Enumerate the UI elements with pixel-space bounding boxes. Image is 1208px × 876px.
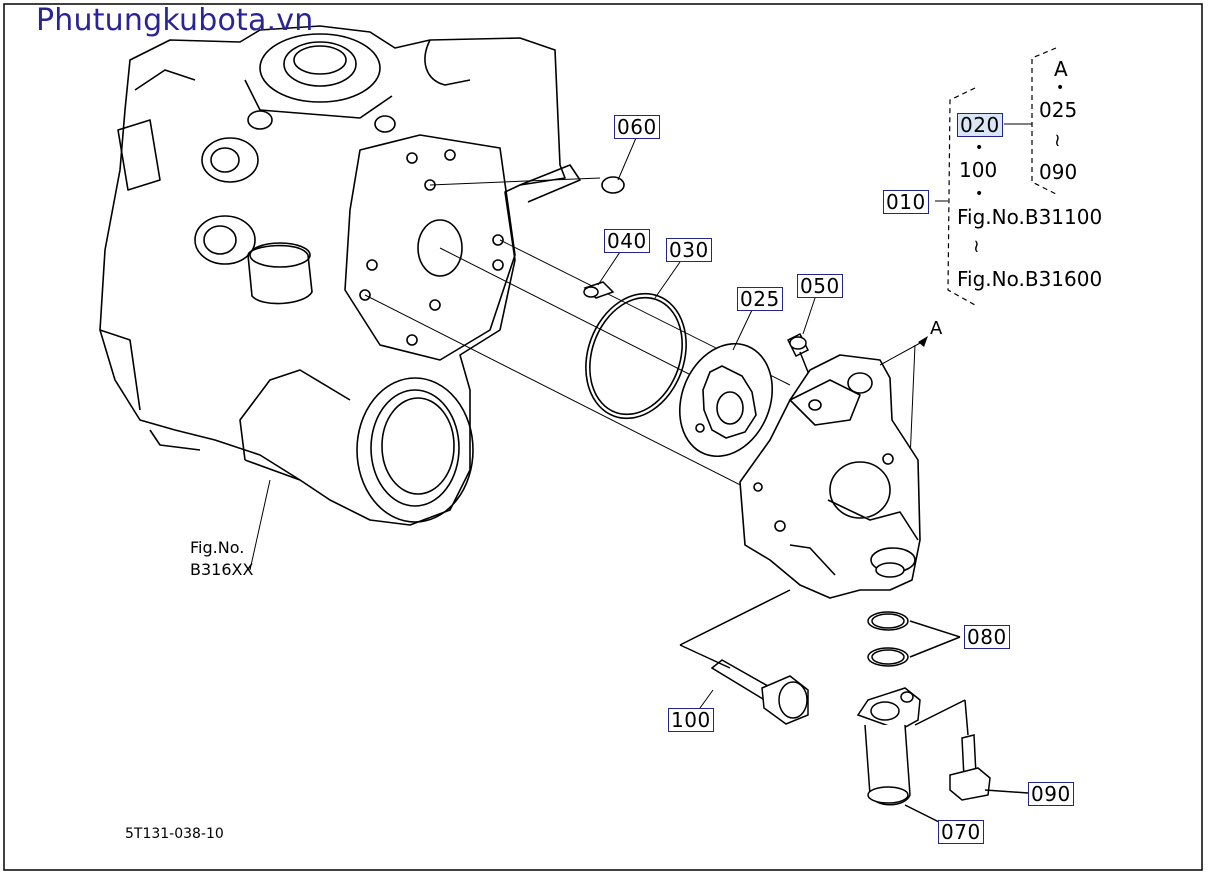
fig-ref-line2: B316XX bbox=[190, 560, 254, 579]
set-col-a-first: 025 bbox=[1039, 98, 1078, 122]
callout-025[interactable]: 025 bbox=[737, 287, 783, 311]
callout-080[interactable]: 080 bbox=[964, 625, 1010, 649]
oil-pump-body-shape bbox=[739, 354, 921, 599]
watermark-text: Phutungkubota.vn bbox=[36, 3, 314, 38]
callout-010[interactable]: 010 bbox=[883, 190, 929, 214]
set-tilde: ≀ bbox=[973, 236, 980, 257]
callout-060[interactable]: 060 bbox=[614, 115, 660, 139]
set-dot-1: • bbox=[975, 140, 984, 156]
diagram-frame bbox=[3, 3, 1203, 871]
pointer-a-arrowhead bbox=[918, 336, 928, 347]
callout-070[interactable]: 070 bbox=[938, 820, 984, 844]
callout-020[interactable]: 020 bbox=[957, 113, 1003, 137]
set-dot-2: • bbox=[975, 186, 984, 202]
callout-050[interactable]: 050 bbox=[797, 274, 843, 298]
set-item-100: 100 bbox=[959, 158, 998, 182]
callout-040[interactable]: 040 bbox=[604, 229, 650, 253]
set-fig-last: Fig.No.B31600 bbox=[957, 267, 1103, 291]
pin-040-shape bbox=[583, 281, 615, 299]
drawing-code: 5T131-038-10 bbox=[125, 826, 224, 842]
set-table-braces bbox=[947, 47, 1057, 306]
pipe-070-shape bbox=[856, 687, 969, 826]
callout-030[interactable]: 030 bbox=[666, 238, 712, 262]
rotor-025-shape bbox=[678, 342, 774, 458]
transmission-case-drawing bbox=[99, 25, 581, 526]
callout-100[interactable]: 100 bbox=[668, 708, 714, 732]
callout-090[interactable]: 090 bbox=[1028, 782, 1074, 806]
o-ring-030-shape bbox=[585, 292, 687, 420]
set-col-a-last: 090 bbox=[1039, 160, 1078, 184]
o-rings-080-shape bbox=[867, 611, 961, 667]
set-col-a-head: A bbox=[1054, 57, 1068, 81]
bolt-090-shape bbox=[949, 734, 1029, 801]
fig-ref-line1: Fig.No. bbox=[190, 538, 245, 557]
leader-lines bbox=[597, 123, 1032, 709]
pointer-a-label: A bbox=[930, 318, 943, 339]
set-fig-first: Fig.No.B31100 bbox=[957, 205, 1103, 229]
o-ring-060-shape bbox=[601, 176, 625, 194]
set-col-a-dot: • bbox=[1056, 80, 1065, 96]
bolt-100-shape bbox=[679, 589, 809, 725]
set-col-a-tilde: ≀ bbox=[1054, 130, 1061, 151]
